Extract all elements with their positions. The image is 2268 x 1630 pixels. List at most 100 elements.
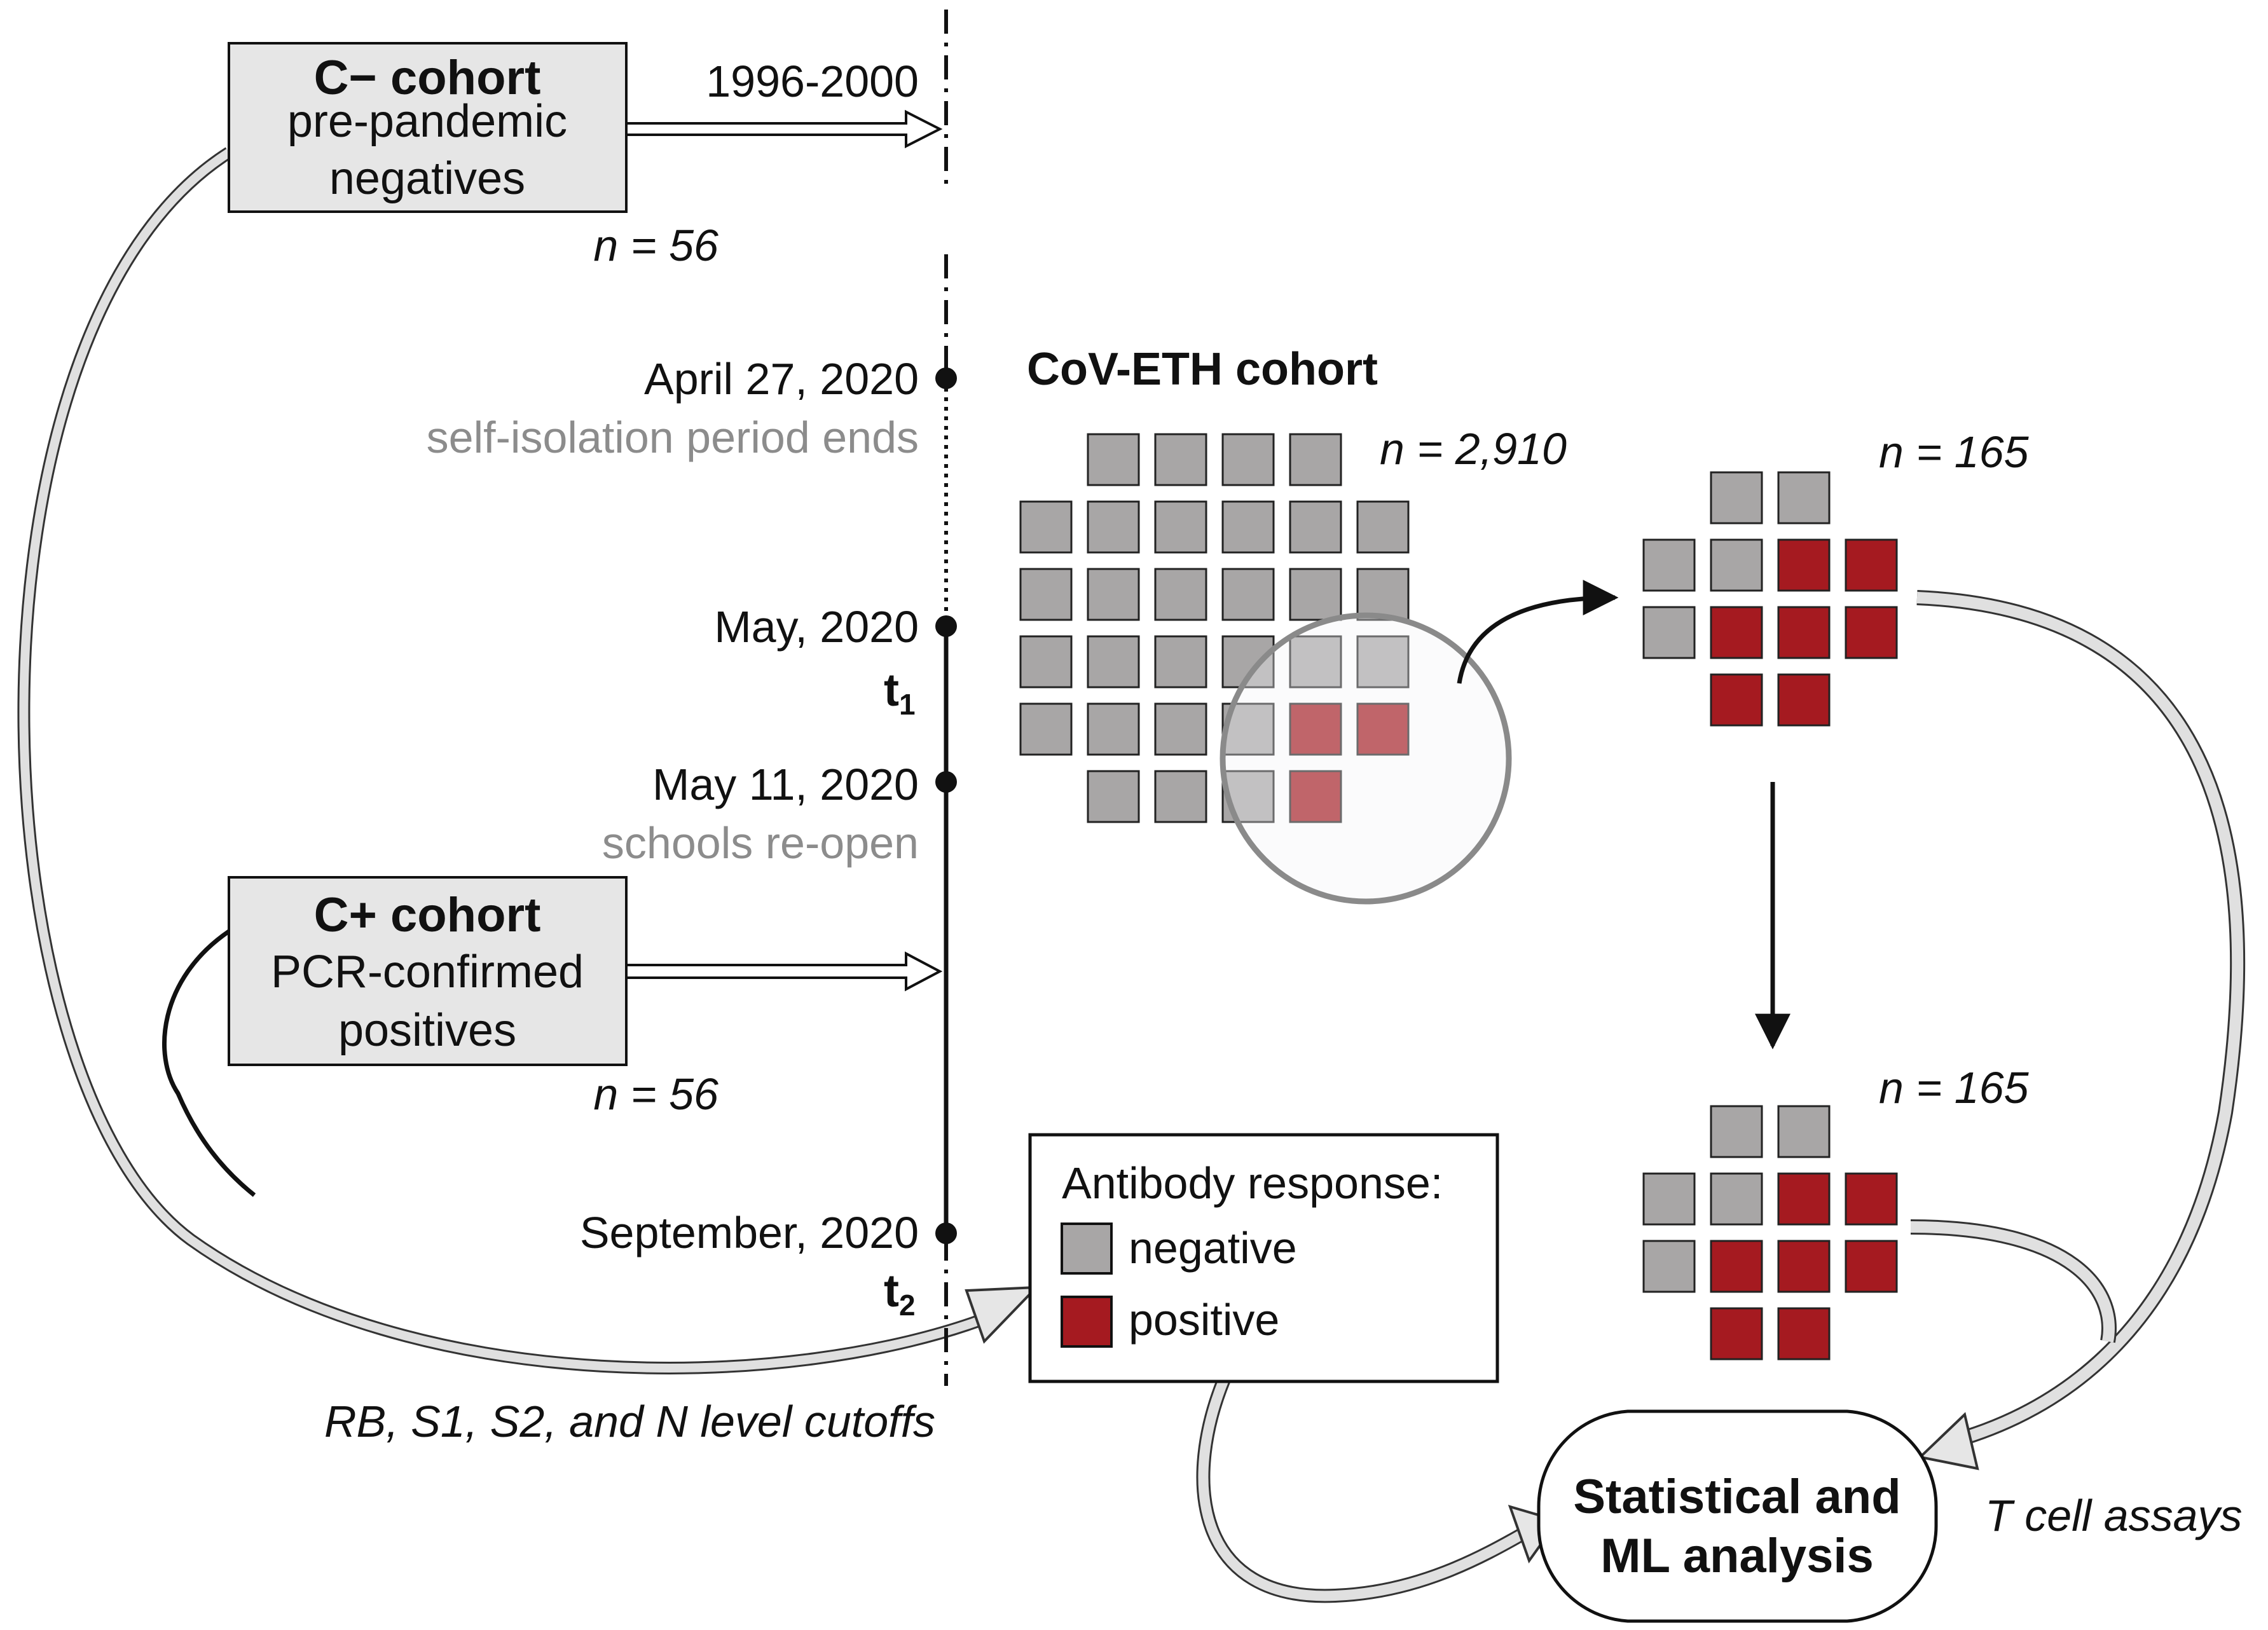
coveth-negative-square	[1019, 702, 1073, 756]
subset-positive-square	[1845, 606, 1898, 659]
subset2-positive-square	[1777, 1240, 1831, 1293]
c-minus-line1: pre-pandemic	[287, 96, 567, 147]
subset-square-grid	[1642, 471, 1898, 727]
subset-negative-square	[1710, 538, 1763, 592]
coveth-negative-square	[1019, 500, 1073, 554]
subset2-negative-square	[1642, 1240, 1696, 1293]
date-september: September, 2020	[580, 1208, 919, 1257]
coveth-title: CoV-ETH cohort	[1027, 344, 1378, 395]
subset2-n: n = 165	[1879, 1063, 2030, 1113]
coveth-negative-square	[1356, 568, 1410, 621]
tcell-label: T cell assays	[1985, 1491, 2243, 1540]
c-minus-to-timeline-arrow	[625, 109, 943, 149]
date-april: April 27, 2020	[644, 354, 919, 404]
coveth-square-grid	[1019, 433, 1410, 823]
cutoffs-label: RB, S1, S2, and N level cutoffs	[324, 1397, 935, 1446]
timeline-dot-april	[935, 367, 957, 389]
date-may11: May 11, 2020	[652, 760, 919, 809]
subset-positive-square	[1777, 538, 1831, 592]
subset2-negative-square	[1710, 1172, 1763, 1226]
coveth-negative-square	[1289, 635, 1342, 688]
c-plus-line2: positives	[338, 1005, 516, 1056]
coveth-negative-square	[1087, 568, 1140, 621]
coveth-negative-square	[1221, 500, 1275, 554]
coveth-negative-square	[1154, 500, 1207, 554]
legend-positive-label: positive	[1129, 1295, 1279, 1345]
c-plus-n: n = 56	[593, 1069, 718, 1119]
subset-positive-square	[1710, 673, 1763, 727]
subset2-positive-square	[1845, 1240, 1898, 1293]
subset-negative-square	[1642, 538, 1696, 592]
analysis-line1: Statistical and	[1573, 1470, 1900, 1524]
c-plus-cohort-box: C+ cohort PCR-confirmed positives	[228, 876, 628, 1066]
coveth-negative-square	[1289, 568, 1342, 621]
coveth-negative-square	[1221, 568, 1275, 621]
subset-positive-square	[1845, 538, 1898, 592]
note-self-isolation: self-isolation period ends	[427, 413, 919, 462]
timeline-dot-may	[935, 615, 957, 637]
timeline-dot-may11	[935, 771, 957, 793]
coveth-negative-square	[1154, 635, 1207, 688]
coveth-negative-square	[1087, 635, 1140, 688]
coveth-negative-square	[1221, 433, 1275, 486]
subset2-positive-square	[1845, 1172, 1898, 1226]
subset2-positive-square	[1710, 1307, 1763, 1360]
coveth-negative-square	[1154, 770, 1207, 823]
subset2-positive-square	[1777, 1172, 1831, 1226]
subset2-to-analysis-arrow	[1910, 1219, 2117, 1343]
c-minus-to-t2-arrow	[17, 147, 1040, 1374]
date-may: May, 2020	[714, 602, 919, 652]
timeline	[935, 10, 957, 1386]
coveth-negative-square	[1356, 500, 1410, 554]
coveth-negative-square	[1356, 635, 1410, 688]
analysis-box: Statistical and ML analysis	[1537, 1409, 1938, 1623]
c-plus-to-timeline-arrow	[625, 951, 943, 992]
legend-positive-swatch	[1061, 1296, 1113, 1348]
coveth-negative-square	[1019, 635, 1073, 688]
legend-title: Antibody response:	[1062, 1158, 1443, 1208]
subset2-positive-square	[1777, 1307, 1831, 1360]
subset-n: n = 165	[1879, 427, 2030, 477]
subset-positive-square	[1710, 606, 1763, 659]
coveth-n-total: n = 2,910	[1380, 424, 1567, 474]
coveth-negative-square	[1154, 433, 1207, 486]
subset-negative-square	[1642, 606, 1696, 659]
subset-negative-square	[1710, 471, 1763, 524]
coveth-negative-square	[1154, 702, 1207, 756]
analysis-line2: ML analysis	[1600, 1529, 1873, 1583]
note-schools: schools re-open	[602, 818, 919, 868]
legend-negative-label: negative	[1129, 1223, 1297, 1273]
coveth-negative-square	[1289, 433, 1342, 486]
coveth-negative-square	[1087, 433, 1140, 486]
coveth-negative-square	[1154, 568, 1207, 621]
subset2-positive-square	[1710, 1240, 1763, 1293]
legend-negative-swatch	[1061, 1222, 1113, 1275]
subset-negative-square	[1777, 471, 1831, 524]
subset-positive-square	[1777, 606, 1831, 659]
c-minus-period: 1996-2000	[706, 57, 919, 106]
coveth-negative-square	[1087, 702, 1140, 756]
subset2-negative-square	[1710, 1105, 1763, 1158]
timeline-dot-september	[935, 1222, 957, 1244]
subset-positive-square	[1777, 673, 1831, 727]
label-t2: t2	[884, 1266, 916, 1322]
legend-to-analysis-arrow	[1196, 1376, 1560, 1603]
legend-box: Antibody response: negative positive	[1028, 1133, 1499, 1383]
coveth-negative-square	[1087, 770, 1140, 823]
label-t1: t1	[884, 665, 916, 721]
c-minus-n: n = 56	[593, 221, 718, 270]
subset-to-analysis-arrow	[1916, 590, 2246, 1470]
coveth-negative-square	[1087, 500, 1140, 554]
c-plus-line1: PCR-confirmed	[271, 947, 584, 997]
c-minus-cohort-box: C− cohort pre-pandemic negatives	[228, 42, 628, 213]
coveth-positive-square	[1356, 702, 1410, 756]
subset2-square-grid	[1642, 1105, 1898, 1360]
c-plus-link-line	[162, 929, 256, 1197]
subset2-negative-square	[1642, 1172, 1696, 1226]
c-minus-title: C− cohort	[314, 51, 541, 105]
c-minus-line2: negatives	[329, 153, 525, 204]
coveth-positive-square	[1289, 702, 1342, 756]
c-plus-title: C+ cohort	[314, 888, 541, 942]
magnifier-arrow	[1457, 580, 1619, 684]
